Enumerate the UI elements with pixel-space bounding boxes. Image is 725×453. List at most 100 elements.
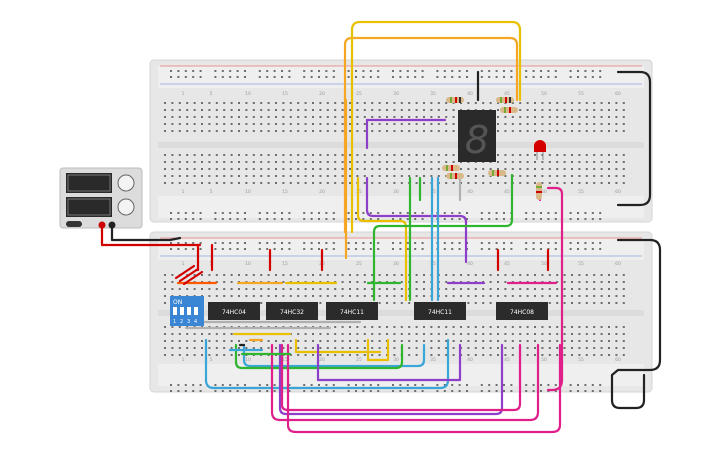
breadboard-hole[interactable] (510, 390, 513, 392)
breadboard-hole[interactable] (608, 182, 610, 184)
breadboard-hole[interactable] (208, 288, 211, 290)
breadboard-hole[interactable] (193, 102, 196, 104)
breadboard-hole[interactable] (245, 130, 248, 132)
breadboard-hole[interactable] (415, 109, 418, 111)
breadboard-hole[interactable] (451, 76, 454, 78)
breadboard-hole[interactable] (608, 333, 610, 335)
breadboard-hole[interactable] (406, 384, 409, 386)
breadboard-hole[interactable] (238, 154, 240, 156)
breadboard-hole[interactable] (541, 347, 544, 349)
breadboard-hole[interactable] (297, 109, 300, 111)
breadboard-hole[interactable] (511, 130, 514, 132)
breadboard-hole[interactable] (415, 130, 418, 132)
breadboard-hole[interactable] (392, 248, 394, 250)
breadboard-hole[interactable] (332, 218, 335, 220)
breadboard-hole[interactable] (178, 102, 181, 104)
breadboard-hole[interactable] (569, 384, 572, 386)
breadboard-hole[interactable] (312, 130, 314, 132)
breadboard-hole[interactable] (584, 212, 587, 214)
breadboard-hole[interactable] (363, 102, 366, 104)
breadboard-hole[interactable] (488, 218, 491, 220)
breadboard-hole[interactable] (400, 333, 403, 335)
breadboard-hole[interactable] (282, 161, 285, 163)
breadboard-hole[interactable] (208, 168, 211, 170)
breadboard-hole[interactable] (199, 218, 202, 220)
breadboard-hole[interactable] (615, 354, 618, 356)
voltage-knob-icon[interactable] (117, 174, 135, 192)
breadboard-hole[interactable] (273, 76, 276, 78)
breadboard-hole[interactable] (223, 116, 226, 118)
breadboard-hole[interactable] (347, 70, 350, 72)
breadboard-hole[interactable] (260, 116, 263, 118)
breadboard-hole[interactable] (201, 116, 203, 118)
breadboard-hole[interactable] (349, 326, 351, 328)
breadboard-hole[interactable] (532, 76, 535, 78)
breadboard-hole[interactable] (525, 384, 528, 386)
breadboard-hole[interactable] (312, 123, 314, 125)
breadboard-hole[interactable] (437, 340, 440, 342)
breadboard-hole[interactable] (281, 242, 283, 244)
breadboard-hole[interactable] (386, 109, 388, 111)
breadboard-hole[interactable] (363, 274, 366, 276)
breadboard-hole[interactable] (289, 109, 292, 111)
breadboard-hole[interactable] (371, 161, 374, 163)
breadboard-hole[interactable] (585, 302, 588, 304)
breadboard-hole[interactable] (192, 384, 195, 386)
breadboard-hole[interactable] (178, 116, 181, 118)
breadboard-hole[interactable] (392, 384, 394, 386)
breadboard-hole[interactable] (585, 154, 588, 156)
breadboard-hole[interactable] (260, 130, 263, 132)
breadboard-hole[interactable] (223, 161, 226, 163)
breadboard-hole[interactable] (414, 212, 417, 214)
breadboard-hole[interactable] (349, 168, 351, 170)
breadboard-hole[interactable] (275, 168, 277, 170)
breadboard-hole[interactable] (230, 347, 233, 349)
breadboard-hole[interactable] (273, 218, 276, 220)
breadboard-hole[interactable] (467, 102, 470, 104)
breadboard-hole[interactable] (334, 102, 337, 104)
breadboard-hole[interactable] (615, 274, 618, 276)
breadboard-hole[interactable] (297, 168, 300, 170)
breadboard-hole[interactable] (362, 218, 365, 220)
breadboard-hole[interactable] (186, 130, 189, 132)
breadboard-hole[interactable] (415, 288, 418, 290)
breadboard-hole[interactable] (585, 102, 588, 104)
breadboard-hole[interactable] (408, 347, 411, 349)
breadboard-hole[interactable] (593, 175, 596, 177)
breadboard-hole[interactable] (563, 354, 566, 356)
breadboard-hole[interactable] (458, 248, 461, 250)
breadboard-hole[interactable] (289, 354, 292, 356)
breadboard-hole[interactable] (230, 154, 233, 156)
breadboard-hole[interactable] (541, 175, 544, 177)
breadboard-hole[interactable] (488, 384, 491, 386)
breadboard-hole[interactable] (489, 333, 492, 335)
breadboard-hole[interactable] (244, 384, 246, 386)
breadboard-hole[interactable] (497, 109, 499, 111)
breadboard-hole[interactable] (600, 274, 603, 276)
breadboard-hole[interactable] (386, 123, 388, 125)
breadboard-hole[interactable] (548, 109, 551, 111)
breadboard-hole[interactable] (223, 168, 226, 170)
breadboard-hole[interactable] (571, 295, 573, 297)
breadboard-hole[interactable] (489, 182, 492, 184)
breadboard-hole[interactable] (186, 333, 189, 335)
breadboard-hole[interactable] (511, 354, 514, 356)
breadboard-hole[interactable] (556, 182, 559, 184)
breadboard-hole[interactable] (260, 347, 263, 349)
breadboard-hole[interactable] (230, 182, 233, 184)
breadboard-hole[interactable] (326, 102, 329, 104)
breadboard-hole[interactable] (326, 347, 329, 349)
breadboard-hole[interactable] (474, 182, 477, 184)
breadboard-hole[interactable] (334, 175, 337, 177)
breadboard-hole[interactable] (599, 212, 602, 214)
breadboard-hole[interactable] (267, 154, 270, 156)
breadboard-hole[interactable] (591, 390, 594, 392)
breadboard-hole[interactable] (334, 274, 337, 276)
breadboard-hole[interactable] (445, 161, 448, 163)
breadboard-hole[interactable] (186, 102, 189, 104)
breadboard-hole[interactable] (526, 109, 529, 111)
breadboard-hole[interactable] (540, 248, 542, 250)
breadboard-hole[interactable] (467, 288, 470, 290)
breadboard-hole[interactable] (504, 130, 507, 132)
breadboard-hole[interactable] (414, 248, 417, 250)
